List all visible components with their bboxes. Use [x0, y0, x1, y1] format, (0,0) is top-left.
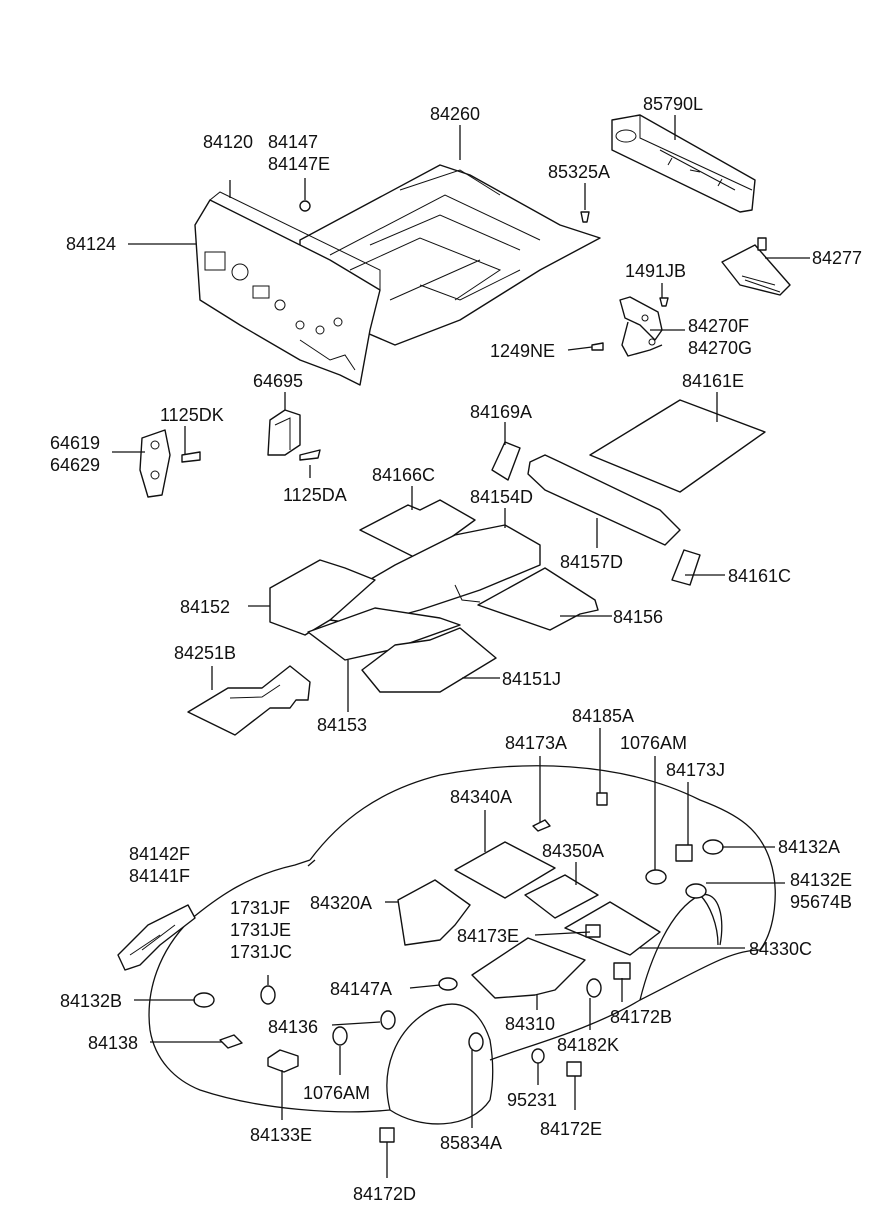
car-body-outline	[117, 765, 776, 1143]
label-84172D: 84172D	[353, 1184, 416, 1204]
floor-panel-assembly	[194, 164, 601, 386]
label-84161E: 84161E	[682, 371, 744, 391]
label-84173J: 84173J	[666, 760, 725, 780]
label-85834A: 85834A	[440, 1133, 502, 1153]
label-84320A: 84320A	[310, 893, 372, 913]
part-number-labels: 84120 84147 84147E 84260 85790L 85325A 8…	[50, 94, 862, 1204]
label-1731JF: 1731JF	[230, 898, 290, 918]
label-84157D: 84157D	[560, 552, 623, 572]
label-84270F: 84270F	[688, 316, 749, 336]
label-84136: 84136	[268, 1017, 318, 1037]
label-84147: 84147	[268, 132, 318, 152]
label-84169A: 84169A	[470, 402, 532, 422]
insulation-pads	[187, 399, 766, 736]
label-84330C: 84330C	[749, 939, 812, 959]
label-84151J: 84151J	[502, 669, 561, 689]
label-84132B: 84132B	[60, 991, 122, 1011]
label-84120: 84120	[203, 132, 253, 152]
label-1076AM-top: 1076AM	[620, 733, 687, 753]
label-1125DA: 1125DA	[283, 485, 347, 505]
label-84251B: 84251B	[174, 643, 236, 663]
label-84141F: 84141F	[129, 866, 190, 886]
label-84147A: 84147A	[330, 979, 392, 999]
leader-lines	[112, 115, 810, 1178]
label-84277: 84277	[812, 248, 862, 268]
label-95231: 95231	[507, 1090, 557, 1110]
panel-85790L	[611, 114, 756, 213]
label-95674B: 95674B	[790, 892, 852, 912]
label-64695: 64695	[253, 371, 303, 391]
label-1125DK: 1125DK	[160, 405, 224, 425]
label-84154D: 84154D	[470, 487, 533, 507]
label-84147E: 84147E	[268, 154, 330, 174]
label-1731JC: 1731JC	[230, 942, 292, 962]
label-84124: 84124	[66, 234, 116, 254]
label-84172B: 84172B	[610, 1007, 672, 1027]
bracket-84277	[721, 237, 791, 296]
label-84310: 84310	[505, 1014, 555, 1034]
label-84270G: 84270G	[688, 338, 752, 358]
label-85790L: 85790L	[643, 94, 703, 114]
label-1249NE: 1249NE	[490, 341, 555, 361]
label-84166C: 84166C	[372, 465, 435, 485]
label-1076AM-bottom: 1076AM	[303, 1083, 370, 1103]
label-64629: 64629	[50, 455, 100, 475]
label-84142F: 84142F	[129, 844, 190, 864]
label-1731JE: 1731JE	[230, 920, 291, 940]
label-84161C: 84161C	[728, 566, 791, 586]
label-84133E: 84133E	[250, 1125, 312, 1145]
bracket-64695	[267, 409, 321, 461]
label-84152: 84152	[180, 597, 230, 617]
label-84153: 84153	[317, 715, 367, 735]
label-84173A: 84173A	[505, 733, 567, 753]
bracket-84270	[591, 296, 669, 357]
label-84340A: 84340A	[450, 787, 512, 807]
label-84132A: 84132A	[778, 837, 840, 857]
label-84138: 84138	[88, 1033, 138, 1053]
label-84172E: 84172E	[540, 1119, 602, 1139]
label-84185A: 84185A	[572, 706, 634, 726]
label-1491JB: 1491JB	[625, 261, 686, 281]
label-64619: 64619	[50, 433, 100, 453]
label-84173E: 84173E	[457, 926, 519, 946]
label-84182K: 84182K	[557, 1035, 619, 1055]
label-84350A: 84350A	[542, 841, 604, 861]
label-84260: 84260	[430, 104, 480, 124]
label-84156: 84156	[613, 607, 663, 627]
label-84132E: 84132E	[790, 870, 852, 890]
label-85325A: 85325A	[548, 162, 610, 182]
bracket-64619	[139, 429, 201, 498]
